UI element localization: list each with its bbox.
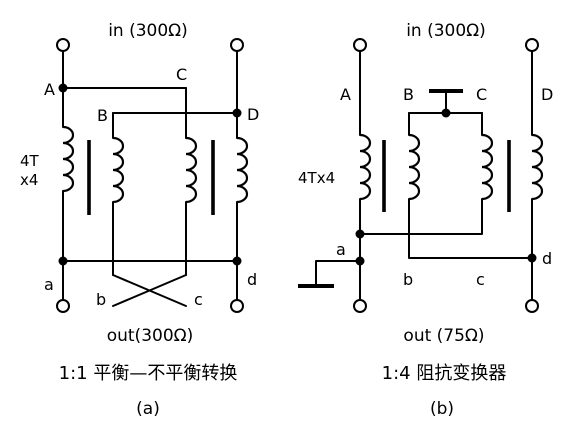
diagram-a-label-b: b xyxy=(96,290,106,309)
diagram-a-output-terminal-left xyxy=(56,299,70,313)
diagram-a-label-A: A xyxy=(44,80,55,99)
diagram-a-input-label: in (300Ω) xyxy=(108,21,188,41)
diagram-a-label-C: C xyxy=(176,65,187,84)
diagram-a-winding-label-line1: 4T xyxy=(20,152,40,170)
diagram-b-label-A: A xyxy=(340,85,351,104)
diagram-b-subcaption: (b) xyxy=(430,399,454,419)
diagram-a-wire-c-to-b-cross xyxy=(112,274,187,307)
diagram-b-output-terminal-left xyxy=(353,299,367,313)
diagram-a-label-D: D xyxy=(247,105,259,124)
diagram-b-winding-A xyxy=(358,50,372,301)
diagram-a-winding-B xyxy=(111,112,125,276)
diagram-a-junction-d xyxy=(232,256,242,266)
diagram-b-label-a: a xyxy=(336,240,346,259)
diagram-b-label-C: C xyxy=(476,85,487,104)
diagram-a-input-terminal-right xyxy=(230,38,244,52)
diagram-b-input-terminal-left xyxy=(353,38,367,52)
diagram-b-label-b: b xyxy=(403,270,413,289)
diagram-a-caption: 1:1 平衡—不平衡转换 xyxy=(59,363,238,384)
diagram-b-label-c: c xyxy=(476,270,485,289)
diagram-b-input-label: in (300Ω) xyxy=(406,21,486,41)
diagram-a-junction-a xyxy=(58,256,68,266)
diagram-a-winding-D xyxy=(235,50,249,301)
diagram-b-output-label: out (75Ω) xyxy=(403,326,484,346)
diagram-b-junction-a xyxy=(355,256,365,266)
diagram-a-label-a: a xyxy=(44,275,54,294)
diagram-b-winding-C xyxy=(359,112,494,235)
diagram-b: in (300Ω) xyxy=(298,21,553,419)
diagram-b-caption: 1:4 阻抗变换器 xyxy=(382,363,507,384)
diagram-a-junction-A xyxy=(58,83,68,93)
diagram-b-ground-wire xyxy=(315,260,361,287)
diagram-a-output-label: out(300Ω) xyxy=(107,326,194,346)
diagram-b-label-d: d xyxy=(542,249,552,268)
diagram-b-label-D: D xyxy=(541,85,553,104)
diagram-a-subcaption: (a) xyxy=(136,399,160,419)
diagram-a-label-B: B xyxy=(97,106,108,125)
diagram-a-label-d: d xyxy=(247,270,257,289)
diagram-a-input-terminal-left xyxy=(56,38,70,52)
diagram-a-winding-C xyxy=(184,87,198,276)
diagram-b-output-terminal-right xyxy=(525,299,539,313)
diagram-b-input-terminal-right xyxy=(525,38,539,52)
diagram-b-winding-D xyxy=(530,50,544,301)
diagram-b-label-B: B xyxy=(403,85,414,104)
diagram-a-junction-D xyxy=(232,108,242,118)
diagram-a: in (300Ω) xyxy=(20,21,259,419)
diagram-a-output-terminal-right xyxy=(230,299,244,313)
diagram-b-junction-d xyxy=(527,253,537,263)
diagram-a-label-c: c xyxy=(194,290,203,309)
diagram-b-junction-BC xyxy=(441,108,451,118)
diagram-b-winding-label: 4Tx4 xyxy=(298,169,335,187)
diagram-b-winding-B xyxy=(407,112,533,259)
diagram-b-junction-C-a xyxy=(355,229,365,239)
diagram-a-winding-label-line2: x4 xyxy=(20,171,38,189)
